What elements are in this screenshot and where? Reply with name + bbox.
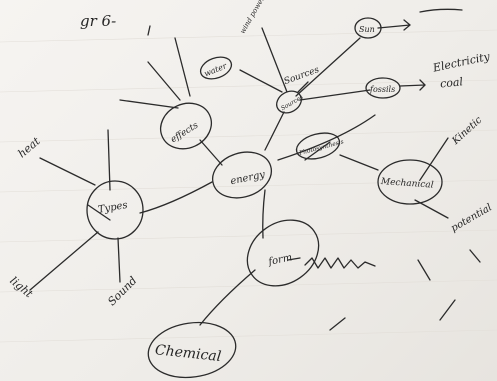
mechanical-node-oval — [377, 159, 443, 205]
water-node-oval — [199, 56, 233, 80]
photosynthesis-node-oval — [295, 132, 341, 160]
mechanical-label: Mechanical — [380, 177, 434, 191]
corner-note: gr 6- — [80, 12, 116, 30]
energy-label: energy — [229, 169, 266, 187]
sun-label: Sun — [359, 25, 375, 34]
sun-node-oval — [354, 17, 382, 39]
connector-lines — [29, 8, 481, 331]
sources-node-oval — [276, 90, 302, 114]
fossils-node-oval — [365, 77, 401, 99]
chemical-label: Chemical — [154, 342, 222, 365]
effects-node-oval — [160, 102, 212, 150]
coal-label: coal — [439, 75, 464, 90]
potential-label: potential — [449, 202, 494, 234]
sound-label: Sound — [105, 274, 139, 308]
fossils-label: fossils — [369, 85, 395, 94]
types-label: Types — [97, 200, 128, 216]
sources-leaf-label: Sources — [283, 65, 321, 87]
energy-node-oval — [212, 151, 272, 199]
chemical-node-oval — [147, 321, 237, 379]
water-label: water — [203, 61, 229, 79]
node-ovals — [86, 17, 443, 379]
electricity-label: Electricity — [431, 50, 492, 75]
form-node-oval — [246, 219, 320, 287]
effects-label: effects — [169, 120, 200, 145]
types-node-oval — [86, 180, 144, 240]
heat-label: heat — [15, 134, 43, 160]
light-label: light — [7, 274, 35, 301]
ruled-lines — [0, 29, 497, 343]
form-label: form — [267, 252, 294, 268]
